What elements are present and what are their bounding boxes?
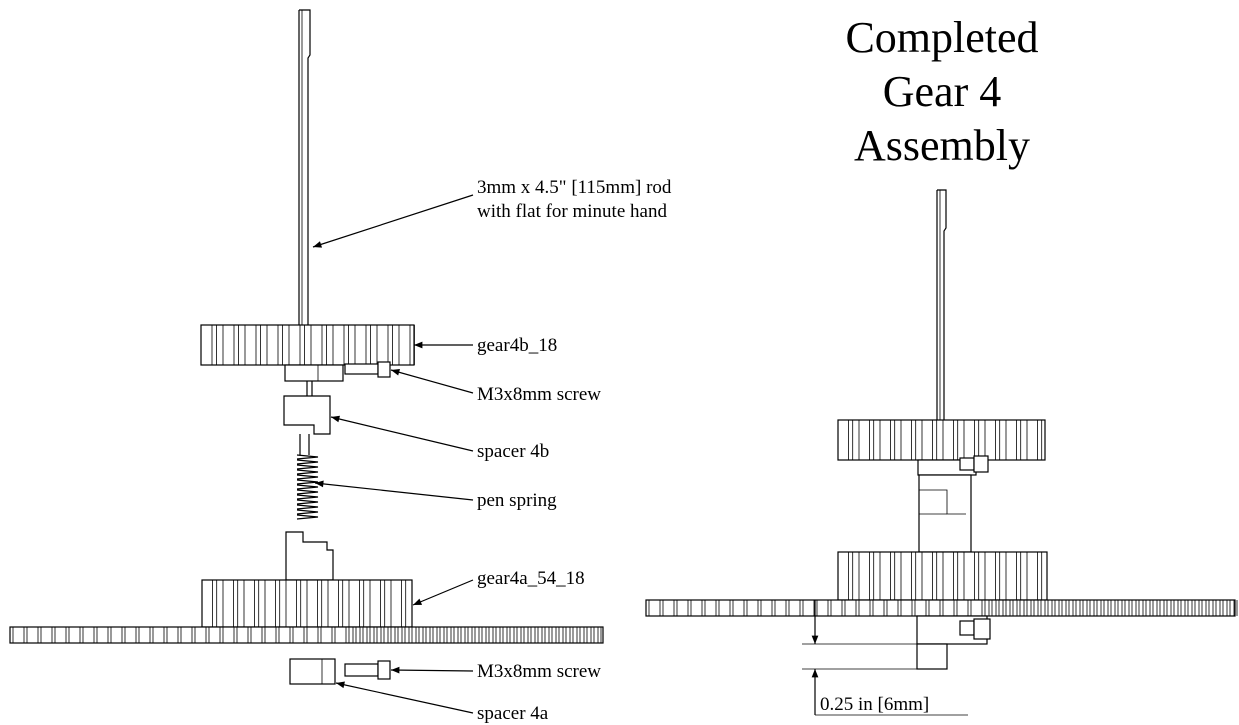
screw-top-thread: [344, 363, 379, 375]
assembled-rod: [936, 189, 947, 420]
gear-4b: [200, 324, 415, 366]
rod: [298, 9, 311, 330]
assembled-spacer-4a: [916, 615, 991, 670]
spacer-4b-label: spacer 4b: [477, 441, 549, 462]
assembled-spacer-4b: [918, 474, 972, 553]
spacer-4b-part: [283, 395, 331, 455]
top-hub: [284, 361, 391, 396]
screw-bottom-label: M3x8mm screw: [477, 661, 601, 682]
screw-top-head: [377, 361, 391, 378]
gear4a-label: gear4a_54_18: [477, 568, 585, 589]
screw-bottom-thread: [344, 663, 379, 677]
spring-coil: [296, 509, 319, 515]
title-line3: Assembly: [854, 121, 1030, 170]
screw-bottom-head: [377, 660, 391, 680]
pen-spring-label: pen spring: [477, 490, 557, 511]
spring-coil: [296, 469, 319, 475]
spring-coil: [296, 489, 319, 495]
dimension-marker: [802, 600, 968, 716]
gear4b-label: gear4b_18: [477, 335, 557, 356]
spacer-4a-part: [289, 658, 391, 685]
exploded-view: 3mm x 4.5" [115mm] rod with flat for min…: [9, 9, 672, 724]
assembled-gear-4b: [837, 419, 1046, 461]
dimension-label: 0.25 in [6mm]: [820, 694, 929, 715]
rod-label-line1: 3mm x 4.5" [115mm] rod: [477, 177, 672, 198]
title-line2: Gear 4: [883, 67, 1002, 116]
spring-coil: [296, 459, 319, 465]
pen-spring-part: [296, 454, 319, 520]
spring-coil: [296, 464, 319, 470]
spring-coil: [296, 499, 319, 505]
screw-top-label: M3x8mm screw: [477, 384, 601, 405]
gear-4a-small: [201, 579, 413, 628]
spring-coil: [296, 479, 319, 485]
gear-4a-hub: [285, 531, 334, 581]
leader-lines: [312, 194, 474, 714]
assembled-top-hub: [917, 455, 989, 476]
spring-coil: [296, 504, 319, 510]
gear-4a-large: [9, 626, 604, 644]
assembled-gear-4a-large: [645, 599, 1238, 617]
rod-label-line2: with flat for minute hand: [477, 201, 667, 222]
spacer-4a-label: spacer 4a: [477, 703, 549, 724]
spring-coil: [296, 484, 319, 490]
spring-coil: [296, 454, 319, 460]
completed-view: Completed Gear 4 Assembly: [645, 13, 1238, 716]
assembled-gear-4a-small: [837, 551, 1048, 601]
spring-coil: [296, 474, 319, 480]
title-line1: Completed: [845, 13, 1038, 62]
spring-coil: [296, 514, 319, 520]
spring-coil: [296, 494, 319, 500]
